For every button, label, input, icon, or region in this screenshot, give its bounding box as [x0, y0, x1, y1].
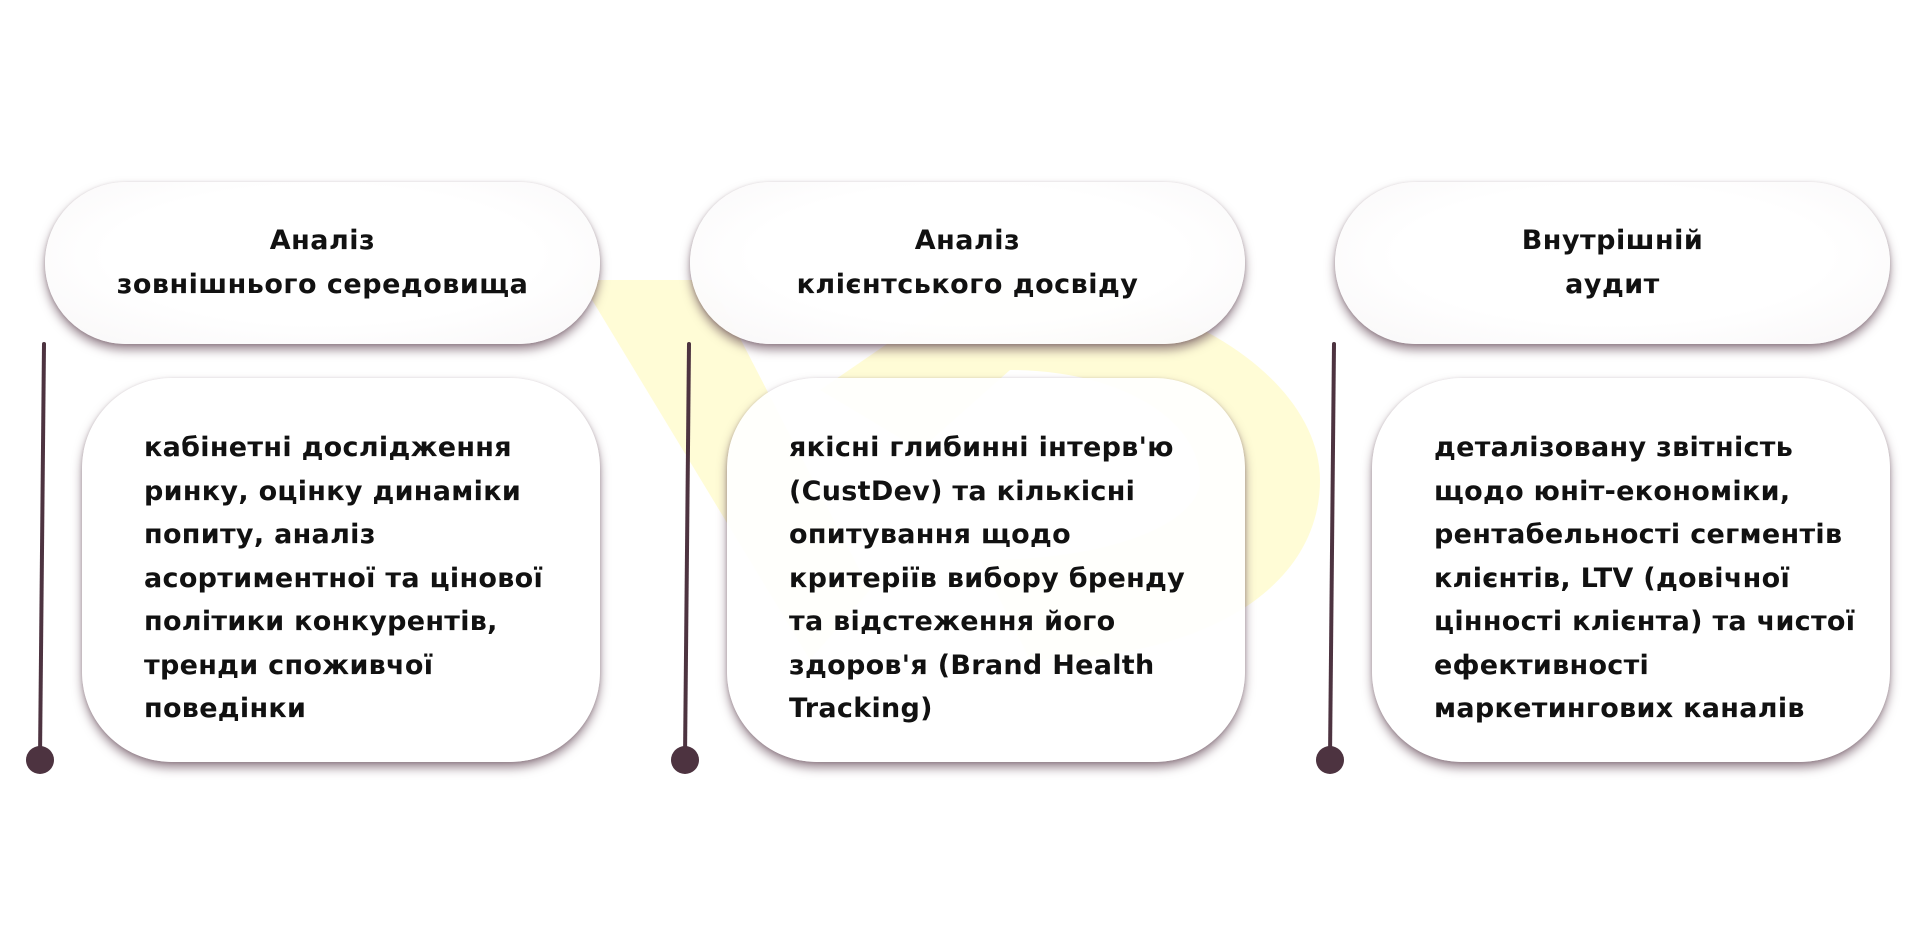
header-title-line: Аналіз: [914, 225, 1021, 256]
header-title-line: аудит: [1565, 269, 1660, 300]
description-line: критеріїв вибору бренду: [789, 562, 1186, 594]
description-line: поведінки: [144, 693, 307, 724]
header-title-line: Аналіз: [269, 225, 376, 256]
description-card: якісні глибинні інтерв'ю (CustDev) та кі…: [727, 378, 1245, 762]
description-line: якісні глибинні інтерв'ю: [789, 432, 1174, 463]
description-line: попиту, аналіз: [144, 519, 376, 550]
header-pill: Аналіз зовнішнього середовища: [45, 182, 600, 344]
description-line: політики конкурентів,: [144, 606, 498, 637]
timeline-marker: [26, 342, 54, 774]
header-title-line: Внутрішній: [1521, 225, 1704, 256]
timeline-marker: [671, 342, 699, 774]
description-line: опитування щодо: [789, 519, 1071, 550]
description-line: кабінетні дослідження: [144, 432, 512, 463]
description-line: щодо юніт-економіки,: [1434, 475, 1791, 507]
column-internal-audit: Внутрішній аудит деталізовану звітність …: [1310, 0, 1910, 940]
description-line: клієнтів, LTV (довічної: [1434, 562, 1791, 594]
header-pill: Аналіз клієнтського досвіду: [690, 182, 1245, 344]
header-title-line: зовнішнього середовища: [116, 269, 529, 300]
description-line: цінності клієнта) та чистої: [1434, 606, 1856, 637]
description-line: асортиментної та цінової: [144, 562, 544, 594]
description-line: ринку, оцінку динаміки: [144, 475, 522, 507]
column-customer-experience: Аналіз клієнтського досвіду якісні глиби…: [665, 0, 1265, 940]
description-line: деталізовану звітність: [1434, 432, 1794, 463]
description-card: кабінетні дослідження ринку, оцінку дина…: [82, 378, 600, 762]
header-title-line: клієнтського досвіду: [796, 269, 1139, 300]
description-card: деталізовану звітність щодо юніт-економі…: [1372, 378, 1890, 762]
description-line: (CustDev) та кількісні: [789, 475, 1136, 507]
description-line: ефективності: [1434, 649, 1650, 681]
description-line: та відстеження його: [789, 606, 1116, 637]
description-line: Tracking): [789, 693, 933, 724]
header-pill: Внутрішній аудит: [1335, 182, 1890, 344]
description-line: маркетингових каналів: [1434, 693, 1805, 724]
description-line: рентабельності сегментів: [1434, 519, 1843, 550]
column-external-analysis: Аналіз зовнішнього середовища кабінетні …: [20, 0, 620, 940]
description-line: здоров'я (Brand Health: [789, 649, 1155, 681]
description-line: тренди споживчої: [144, 649, 434, 681]
timeline-marker: [1316, 342, 1344, 774]
